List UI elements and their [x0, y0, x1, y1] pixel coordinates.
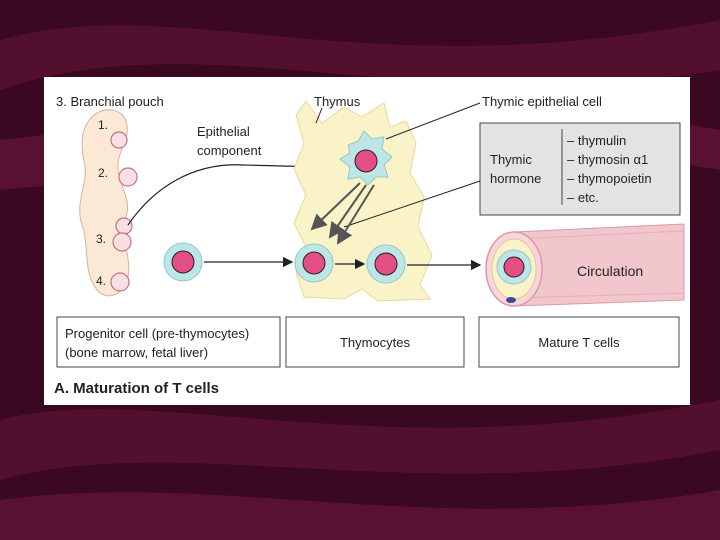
background-wave	[0, 400, 720, 480]
thymocyte-nucleus	[302, 251, 326, 275]
branchial-pouch-label: 3. Branchial pouch	[56, 94, 164, 109]
epithelial-label-line1: Epithelial	[197, 124, 250, 139]
thymocytes-label: Thymocytes	[340, 335, 411, 350]
vessel-wall	[513, 230, 685, 240]
hormone-pointer	[343, 180, 481, 228]
hormone-arrow	[336, 184, 375, 245]
epithelial-arrow	[127, 161, 322, 226]
mature-label: Mature T cells	[538, 335, 620, 350]
progenitor-label-line2: (bone marrow, fetal liver)	[65, 345, 208, 360]
t-cell-maturation-diagram: 3. Branchial pouch 1. 2. 3. 4. Epithelia…	[54, 94, 685, 397]
vessel-small-cell	[506, 297, 516, 303]
thymocyte-nucleus	[374, 252, 398, 276]
progenitor-nucleus	[171, 250, 195, 274]
epithelial-cell-pointer	[385, 102, 481, 140]
thymic-hormone-label-line2: hormone	[490, 171, 541, 186]
progenitor-box	[56, 316, 281, 368]
thymic-epithelial-cell-label: Thymic epithelial cell	[482, 94, 602, 109]
thymus-label: Thymus	[314, 94, 361, 109]
pouch-circle	[115, 217, 133, 235]
epithelial-label-line2: component	[197, 143, 262, 158]
pouch-circle	[110, 272, 130, 292]
pouch-circle	[110, 131, 128, 149]
pouch-circle	[118, 167, 138, 187]
figure-caption: A. Maturation of T cells	[54, 380, 219, 397]
pouch-number-4: 4.	[96, 274, 106, 288]
hormone-thymosin: – thymosin α1	[567, 152, 648, 167]
hormone-etc: – etc.	[567, 190, 599, 205]
thymic-hormone-label-line1: Thymic	[490, 152, 532, 167]
thymus-pointer	[315, 107, 323, 124]
hormone-thymulin: – thymulin	[567, 133, 626, 148]
epithelial-cell-nucleus	[354, 149, 378, 173]
pouch-number-1: 1.	[98, 118, 108, 132]
hormone-arrow	[328, 184, 367, 239]
pouch-number-2: 2.	[98, 166, 108, 180]
pouch-circle	[112, 232, 132, 252]
mature-box	[478, 316, 680, 368]
background-wave	[0, 20, 720, 90]
hormone-thymopoietin: – thymopoietin	[567, 171, 652, 186]
vessel-wall	[513, 292, 685, 299]
mature-t-cell-nucleus	[503, 256, 525, 278]
background-wave	[0, 490, 720, 540]
progenitor-label-line1: Progenitor cell (pre-thymocytes)	[65, 326, 249, 341]
diagram-panel: 3. Branchial pouch 1. 2. 3. 4. Epithelia…	[44, 77, 690, 405]
pouch-number-3: 3.	[96, 232, 106, 246]
thymocytes-box	[285, 316, 465, 368]
circulation-label: Circulation	[577, 263, 643, 279]
thymic-hormone-box	[479, 122, 681, 216]
hormone-arrow	[310, 182, 361, 231]
